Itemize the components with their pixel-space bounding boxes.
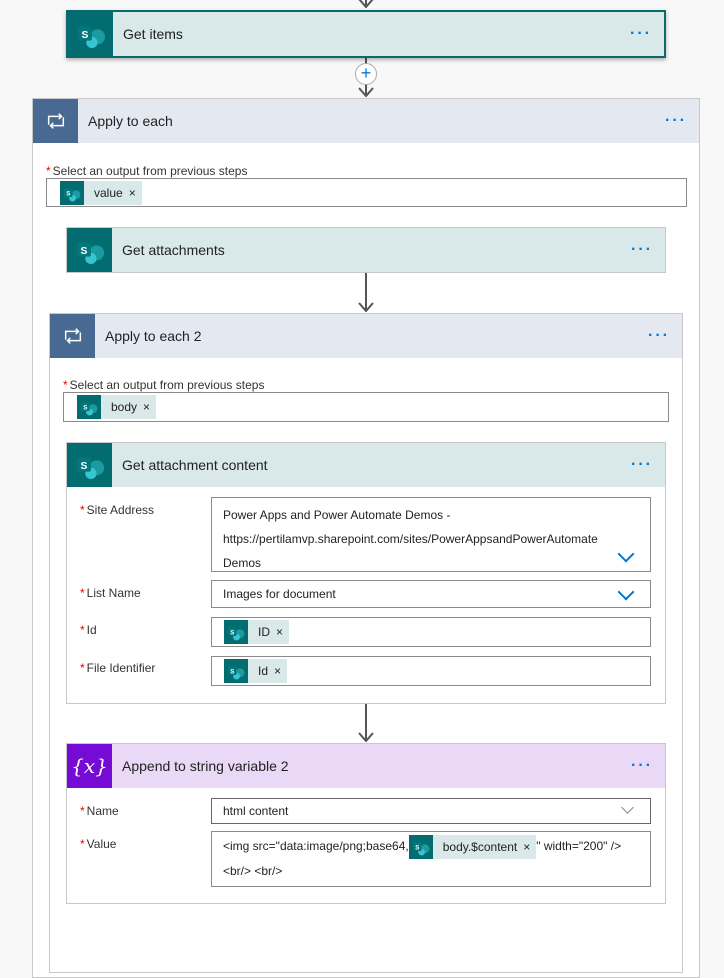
connector <box>365 273 367 311</box>
list-name-label: *List Name <box>80 586 141 600</box>
connector <box>365 0 367 6</box>
add-step-button[interactable]: + <box>355 63 377 85</box>
sharepoint-icon <box>67 228 112 272</box>
token-id: ID× <box>224 620 290 644</box>
site-line: https://pertilamvp.sharepoint.com/sites/… <box>223 532 598 546</box>
card-title: Apply to each 2 <box>105 328 202 344</box>
sharepoint-icon <box>68 12 113 56</box>
more-options-button[interactable]: ··· <box>648 327 670 344</box>
card-title: Get attachment content <box>122 457 268 473</box>
site-address-dropdown[interactable]: Power Apps and Power Automate Demos - ht… <box>211 497 651 572</box>
value-input[interactable]: <img src="data:image/png;base64,body.$co… <box>211 831 651 887</box>
list-name-dropdown[interactable]: Images for document <box>211 580 651 608</box>
value-label: *Value <box>80 837 117 851</box>
name-value: html content <box>223 804 289 818</box>
name-dropdown[interactable]: html content <box>211 798 651 824</box>
token-id: Id× <box>224 659 288 683</box>
site-address-label: *Site Address <box>80 503 155 517</box>
remove-token-button[interactable]: × <box>143 400 151 414</box>
variable-icon: {x} <box>67 744 112 788</box>
select-output-input[interactable]: value× <box>46 178 687 207</box>
arrow-down-icon <box>358 732 374 742</box>
remove-token-button[interactable]: × <box>274 664 282 678</box>
id-label: *Id <box>80 623 97 637</box>
card-title: Get items <box>123 26 183 42</box>
more-options-button[interactable]: ··· <box>631 757 653 774</box>
value-text: <br/> <br/> <box>223 863 283 878</box>
token-body-content: body.$content× <box>408 834 537 859</box>
remove-token-button[interactable]: × <box>276 625 284 639</box>
list-name-value: Images for document <box>223 587 336 601</box>
file-identifier-input[interactable]: Id× <box>211 656 651 686</box>
more-options-button[interactable]: ··· <box>631 456 653 473</box>
card-title: Apply to each <box>88 113 173 129</box>
more-options-button[interactable]: ··· <box>630 25 652 42</box>
loop-icon <box>50 314 95 358</box>
sharepoint-icon <box>408 834 433 859</box>
value-text: " width="200" /> <box>536 839 622 853</box>
get-items-card[interactable]: Get items ··· <box>66 10 666 58</box>
site-line: Demos <box>223 556 262 570</box>
sharepoint-icon <box>224 659 248 683</box>
arrow-down-icon <box>358 0 374 8</box>
sharepoint-icon <box>60 181 84 205</box>
select-output-input[interactable]: body× <box>63 392 669 422</box>
chevron-down-icon[interactable] <box>621 801 634 814</box>
id-input[interactable]: ID× <box>211 617 651 647</box>
site-line: Power Apps and Power Automate Demos - <box>223 508 451 522</box>
append-to-string-variable-card: {x} Append to string variable 2 ··· *Nam… <box>66 743 666 904</box>
field-label: *Select an output from previous steps <box>63 378 265 392</box>
token-value: value× <box>60 181 142 205</box>
card-title: Append to string variable 2 <box>122 758 289 774</box>
connector <box>365 704 367 740</box>
card-title: Get attachments <box>122 242 225 258</box>
arrow-down-icon <box>358 87 374 97</box>
get-attachments-card[interactable]: Get attachments ··· <box>66 227 666 273</box>
file-identifier-label: *File Identifier <box>80 661 156 675</box>
get-attachment-content-card: Get attachment content ··· *Site Address… <box>66 442 666 704</box>
loop-icon <box>33 99 78 143</box>
more-options-button[interactable]: ··· <box>631 241 653 258</box>
arrow-down-icon <box>358 302 374 312</box>
remove-token-button[interactable]: × <box>523 839 531 854</box>
more-options-button[interactable]: ··· <box>665 112 687 129</box>
field-label: *Select an output from previous steps <box>46 164 248 178</box>
sharepoint-icon <box>67 443 112 487</box>
chevron-down-icon[interactable] <box>617 583 635 601</box>
sharepoint-icon <box>224 620 248 644</box>
sharepoint-icon <box>77 395 101 419</box>
value-text: <img src="data:image/png;base64, <box>223 839 409 853</box>
remove-token-button[interactable]: × <box>128 186 136 200</box>
token-body: body× <box>77 395 157 419</box>
name-label: *Name <box>80 804 119 818</box>
